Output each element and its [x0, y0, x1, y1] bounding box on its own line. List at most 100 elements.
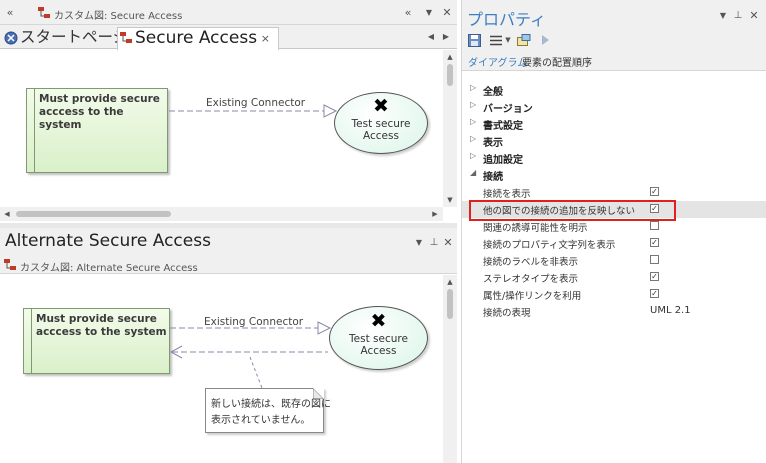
element-properties-icon[interactable]: [517, 34, 531, 47]
existing-connector[interactable]: [168, 100, 338, 120]
element-stripe: [34, 89, 35, 172]
scrollbar-thumb[interactable]: [447, 289, 453, 319]
dropdown-icon[interactable]: ▼: [415, 238, 423, 247]
tab-scroll-left-icon[interactable]: ◀: [427, 32, 435, 41]
close-icon[interactable]: ✕: [442, 6, 452, 19]
prop-feature-links[interactable]: 属性/操作リンクを利用 ✓: [462, 286, 766, 303]
properties-tabs: ダイアグラム 要素の配置順序: [462, 51, 766, 71]
prop-label: 接続のラベルを非表示: [483, 257, 579, 268]
usecase-label-line2: Access: [360, 345, 397, 357]
note-text: 新しい接続は、既存の図に 表示されていません。: [211, 397, 331, 429]
category-connectors[interactable]: ◢ 接続: [462, 167, 766, 184]
prop-checkbox[interactable]: ✓: [650, 272, 659, 281]
scroll-up-icon[interactable]: ▲: [447, 53, 453, 61]
note-text-line2: 表示されていません。: [211, 415, 311, 426]
close-icon[interactable]: ✕: [443, 236, 453, 249]
tab-secure-label: Secure Access: [135, 28, 258, 48]
pane-splitter[interactable]: [0, 223, 457, 228]
prop-checkbox[interactable]: ✓: [650, 187, 659, 196]
vertical-scrollbar[interactable]: ▲ ▼: [443, 50, 457, 207]
expand-icon[interactable]: ▷: [470, 83, 477, 92]
menu-icon[interactable]: [490, 35, 502, 46]
note-element[interactable]: 新しい接続は、既存の図に 表示されていません。: [205, 388, 331, 433]
diagram-canvas-top[interactable]: Must provide secure acccess to the syste…: [0, 50, 443, 207]
prop-connector-notation[interactable]: 接続の表現 UML 2.1: [462, 303, 766, 320]
prop-show-navigability[interactable]: 関連の誘導可能性を明示: [462, 218, 766, 235]
prop-label: 関連の誘導可能性を明示: [483, 223, 588, 234]
tab-start-page[interactable]: スタートページ: [2, 27, 128, 49]
usecase-label: Test secure Access: [330, 333, 427, 357]
prop-show-property-string[interactable]: 接続のプロパティ文字列を表示 ✓: [462, 235, 766, 252]
prop-suppress-connectors[interactable]: 他の図での接続の追加を反映しない ✓: [462, 201, 766, 218]
top-pane-titlebar: « カスタム図: Secure Access « ▼ ✕: [0, 0, 457, 25]
note-link: [249, 356, 263, 389]
tab-close-icon[interactable]: ×: [260, 32, 270, 45]
collapse-icon[interactable]: «: [404, 6, 412, 19]
requirement-label-line2: acccess to the system: [36, 326, 167, 338]
prop-checkbox[interactable]: ✓: [650, 204, 659, 213]
category-additional[interactable]: ▷ 追加設定: [462, 150, 766, 167]
category-label: 表示: [483, 138, 503, 149]
element-stripe: [31, 309, 32, 373]
expand-icon[interactable]: ▷: [470, 100, 477, 109]
usecase-element[interactable]: ✖ Test secure Access: [329, 306, 428, 370]
expand-icon[interactable]: ▷: [470, 151, 477, 160]
pin-icon[interactable]: ⊥: [733, 10, 743, 21]
category-version[interactable]: ▷ バージョン: [462, 99, 766, 116]
highlight-annotation-box: [469, 200, 676, 221]
expand-icon[interactable]: ▷: [470, 117, 477, 126]
tab-diagram[interactable]: ダイアグラム: [468, 58, 528, 69]
scrollbar-thumb[interactable]: [16, 211, 171, 217]
category-format[interactable]: ▷ 書式設定: [462, 116, 766, 133]
usecase-element[interactable]: ✖ Test secure Access: [334, 92, 428, 154]
usecase-label-line1: Test secure: [349, 333, 408, 345]
category-label: 接続: [483, 172, 503, 183]
prop-checkbox[interactable]: ✓: [650, 238, 659, 247]
top-breadcrumb: カスタム図: Secure Access: [54, 11, 183, 22]
menu-dropdown-icon[interactable]: ▼: [505, 36, 511, 44]
prop-show-stereotype[interactable]: ステレオタイプを表示 ✓: [462, 269, 766, 286]
dropdown-icon[interactable]: ▼: [425, 8, 433, 17]
bottom-breadcrumb: カスタム図: Alternate Secure Access: [20, 263, 198, 274]
scroll-down-icon[interactable]: ▼: [447, 196, 453, 204]
prop-hide-labels[interactable]: 接続のラベルを非表示: [462, 252, 766, 269]
prop-checkbox[interactable]: [650, 221, 659, 230]
connectors[interactable]: [168, 315, 338, 365]
scroll-up-icon[interactable]: ▲: [447, 278, 453, 286]
bottom-pane-titlebar: Alternate Secure Access ▼ ⊥ ✕: [0, 228, 457, 256]
collapse-icon[interactable]: ◢: [470, 168, 477, 177]
properties-titlebar: プロパティ ▼ ⊥ ✕: [462, 0, 766, 31]
close-icon[interactable]: ✕: [749, 9, 759, 22]
prop-value[interactable]: UML 2.1: [650, 305, 691, 316]
prop-show-connectors[interactable]: 接続を表示 ✓: [462, 184, 766, 201]
usecase-label-line1: Test secure: [351, 118, 411, 130]
requirement-label: Must provide secure acccess to the syste…: [39, 93, 167, 132]
expand-icon[interactable]: ▷: [470, 134, 477, 143]
diagram-icon: [4, 259, 16, 270]
scroll-left-icon[interactable]: ◀: [4, 210, 10, 218]
prop-checkbox[interactable]: [650, 255, 659, 264]
requirement-label-line1: Must provide secure: [36, 313, 157, 325]
requirement-element[interactable]: Must provide secure acccess to the syste…: [26, 88, 168, 173]
prop-label: 接続のプロパティ文字列を表示: [483, 240, 616, 251]
vertical-scrollbar[interactable]: ▲: [443, 275, 457, 463]
prop-label: ステレオタイプを表示: [483, 274, 579, 285]
horizontal-scrollbar[interactable]: ◀ ▶: [0, 207, 443, 221]
requirement-element[interactable]: Must provide secure acccess to the syste…: [23, 308, 170, 374]
tab-element-order[interactable]: 要素の配置順序: [522, 58, 592, 69]
tab-secure-access[interactable]: Secure Access ×: [117, 27, 279, 50]
pin-icon[interactable]: ⊥: [429, 237, 439, 248]
dropdown-icon[interactable]: ▼: [719, 11, 727, 20]
category-general[interactable]: ▷ 全般: [462, 82, 766, 99]
save-icon[interactable]: [468, 34, 481, 47]
scroll-right-icon[interactable]: ▶: [432, 210, 438, 218]
prop-checkbox[interactable]: ✓: [650, 289, 659, 298]
play-icon[interactable]: [541, 34, 550, 46]
scrollbar-thumb[interactable]: [447, 64, 453, 86]
requirement-label: Must provide secure acccess to the syste…: [36, 313, 167, 339]
collapse-left-icon[interactable]: «: [6, 6, 14, 19]
usecase-label-line2: Access: [363, 130, 399, 142]
diagram-canvas-bottom[interactable]: Must provide secure acccess to the syste…: [0, 275, 443, 463]
category-display[interactable]: ▷ 表示: [462, 133, 766, 150]
tab-scroll-right-icon[interactable]: ▶: [442, 32, 450, 41]
